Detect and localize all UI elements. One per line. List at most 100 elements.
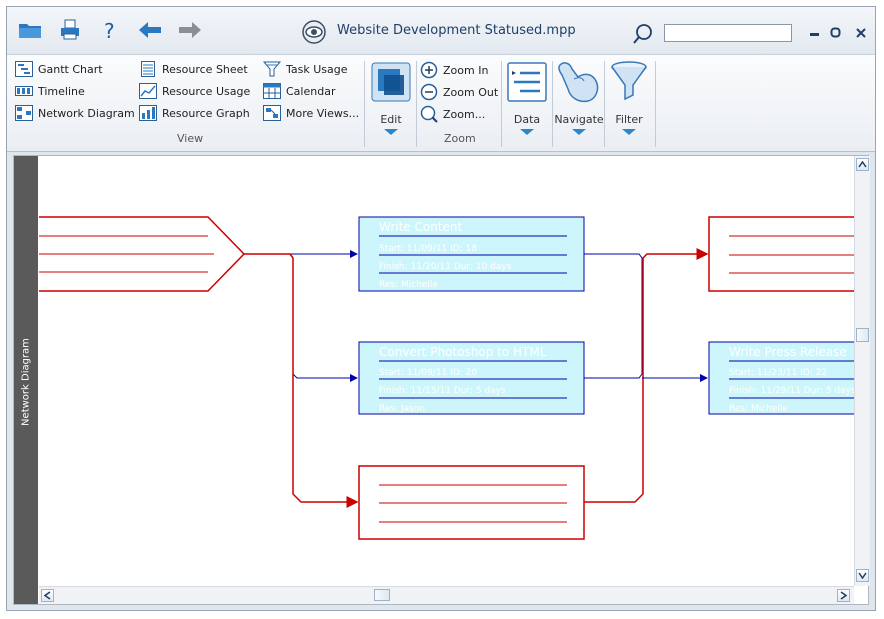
ribbon-separator [416, 61, 417, 147]
print-button[interactable] [55, 17, 85, 43]
navigate-dropdown-icon [572, 129, 586, 135]
scroll-down-button[interactable] [856, 569, 869, 582]
node-line: Finish: 11/15/11 Dur: 5 days [379, 386, 506, 396]
scroll-right-button[interactable] [837, 589, 850, 602]
help-button[interactable]: ? [95, 17, 125, 43]
resource-usage-button[interactable]: Resource Usage [139, 82, 250, 100]
node-line: Finish: 11/20/11 Dur: 10 days [379, 262, 512, 272]
data-dropdown-icon [520, 129, 534, 135]
node-line: Res: Michelle [379, 280, 438, 290]
task-usage-label: Task Usage [286, 62, 348, 76]
ribbon: Gantt Chart Timeline Network Diagram Res… [7, 54, 875, 152]
task-node-write-content[interactable]: Write Content Start: 11/09/11 ID: 18 Fin… [358, 216, 585, 292]
node-line: Finish: 11/29/11 Dur: 5 days [729, 386, 854, 396]
task-usage-icon [263, 61, 281, 77]
resource-usage-icon [139, 83, 157, 99]
task-node-bottom[interactable] [358, 465, 585, 540]
funnel-icon [611, 61, 647, 101]
timeline-button[interactable]: Timeline [15, 82, 85, 100]
zoom-group-label: Zoom [444, 132, 476, 145]
edit-label: Edit [380, 113, 402, 126]
gantt-chart-label: Gantt Chart [38, 62, 103, 76]
zoom-in-button[interactable]: Zoom In [420, 61, 488, 79]
more-views-label: More Views... [286, 106, 360, 120]
open-folder-button[interactable] [15, 17, 45, 43]
network-diagram-icon [15, 105, 33, 121]
ribbon-separator [364, 61, 365, 147]
zoom-dialog-button[interactable]: Zoom... [420, 105, 485, 123]
search-icon[interactable] [633, 23, 655, 45]
window-title: Website Development Statused.mpp [337, 23, 576, 38]
vertical-scrollbar[interactable] [854, 156, 870, 586]
edit-dropdown-icon [384, 129, 398, 135]
task-node-right-top[interactable] [708, 216, 854, 292]
resource-sheet-button[interactable]: Resource Sheet [139, 60, 248, 78]
view-group-label: View [177, 132, 204, 145]
scroll-left-button[interactable] [41, 589, 54, 602]
network-diagram-canvas[interactable]: Write Content Start: 11/09/11 ID: 18 Fin… [39, 156, 854, 586]
chevron-right-icon [840, 591, 847, 600]
more-views-icon [263, 105, 281, 121]
search-input[interactable] [664, 24, 792, 42]
maximize-icon[interactable] [830, 27, 842, 39]
node-line: Start: 11/23/11 ID: 22 [729, 368, 827, 378]
more-views-button[interactable]: More Views... [263, 104, 359, 122]
timeline-label: Timeline [38, 84, 85, 98]
calendar-button[interactable]: Calendar [263, 82, 335, 100]
network-diagram-button[interactable]: Network Diagram [15, 104, 135, 122]
link-lines [244, 248, 709, 508]
content-area: Network Diagram [13, 155, 870, 605]
back-button[interactable] [135, 17, 165, 43]
task-usage-button[interactable]: Task Usage [263, 60, 348, 78]
node-line: Start: 11/09/11 ID: 18 [379, 244, 477, 254]
zoom-out-label: Zoom Out [443, 85, 499, 99]
resource-graph-label: Resource Graph [162, 106, 250, 120]
forward-button[interactable] [175, 17, 205, 43]
filter-button[interactable]: Filter [606, 59, 652, 137]
resource-sheet-icon [139, 61, 157, 77]
close-icon[interactable] [855, 27, 867, 39]
printer-icon [61, 19, 79, 40]
view-bar-label: Network Diagram [20, 338, 32, 426]
svg-text:?: ? [104, 19, 115, 41]
hand-pointer-icon [558, 62, 599, 103]
ribbon-separator [604, 61, 605, 147]
ribbon-separator [655, 61, 656, 147]
resource-graph-button[interactable]: Resource Graph [139, 104, 250, 122]
calendar-icon [263, 83, 281, 99]
data-button[interactable]: Data [504, 59, 550, 137]
node-title: Write Content [379, 220, 463, 234]
data-icon [507, 62, 547, 102]
app-window: ? Website Development Statused.mpp Gantt… [6, 6, 876, 611]
task-node-write-press-release[interactable]: Write Press Release Start: 11/23/11 ID: … [708, 341, 854, 415]
zoom-out-button[interactable]: Zoom Out [420, 83, 498, 101]
scroll-up-button[interactable] [856, 158, 869, 171]
summary-node-left[interactable] [39, 216, 246, 292]
minimize-icon[interactable] [809, 29, 821, 39]
network-diagram-svg: Write Content Start: 11/09/11 ID: 18 Fin… [39, 216, 854, 540]
resource-graph-icon [139, 105, 157, 121]
horizontal-scrollbar[interactable] [39, 586, 854, 604]
edit-icon [371, 62, 411, 102]
zoom-dialog-label: Zoom... [443, 107, 486, 121]
filter-label: Filter [615, 113, 643, 126]
view-bar: Network Diagram [14, 156, 38, 604]
filter-dropdown-icon [622, 129, 636, 135]
ribbon-separator [501, 61, 502, 147]
navigate-button[interactable]: Navigate [553, 59, 605, 137]
data-label: Data [513, 113, 541, 126]
task-node-convert-photoshop[interactable]: Convert Photoshop to HTML Start: 11/09/1… [358, 341, 585, 415]
node-line: Start: 11/09/11 ID: 20 [379, 368, 477, 378]
network-diagram-label: Network Diagram [38, 106, 135, 120]
zoom-in-label: Zoom In [443, 63, 489, 77]
vertical-scroll-thumb[interactable] [856, 328, 869, 342]
node-title: Write Press Release [729, 345, 847, 359]
edit-button[interactable]: Edit [368, 59, 414, 137]
app-logo-icon [302, 20, 326, 44]
horizontal-scroll-thumb[interactable] [374, 589, 390, 601]
chevron-down-icon [858, 572, 867, 579]
node-line: Res: Michelle [729, 404, 788, 414]
node-title: Convert Photoshop to HTML [379, 345, 547, 359]
navigate-label: Navigate [554, 113, 604, 126]
gantt-chart-button[interactable]: Gantt Chart [15, 60, 103, 78]
